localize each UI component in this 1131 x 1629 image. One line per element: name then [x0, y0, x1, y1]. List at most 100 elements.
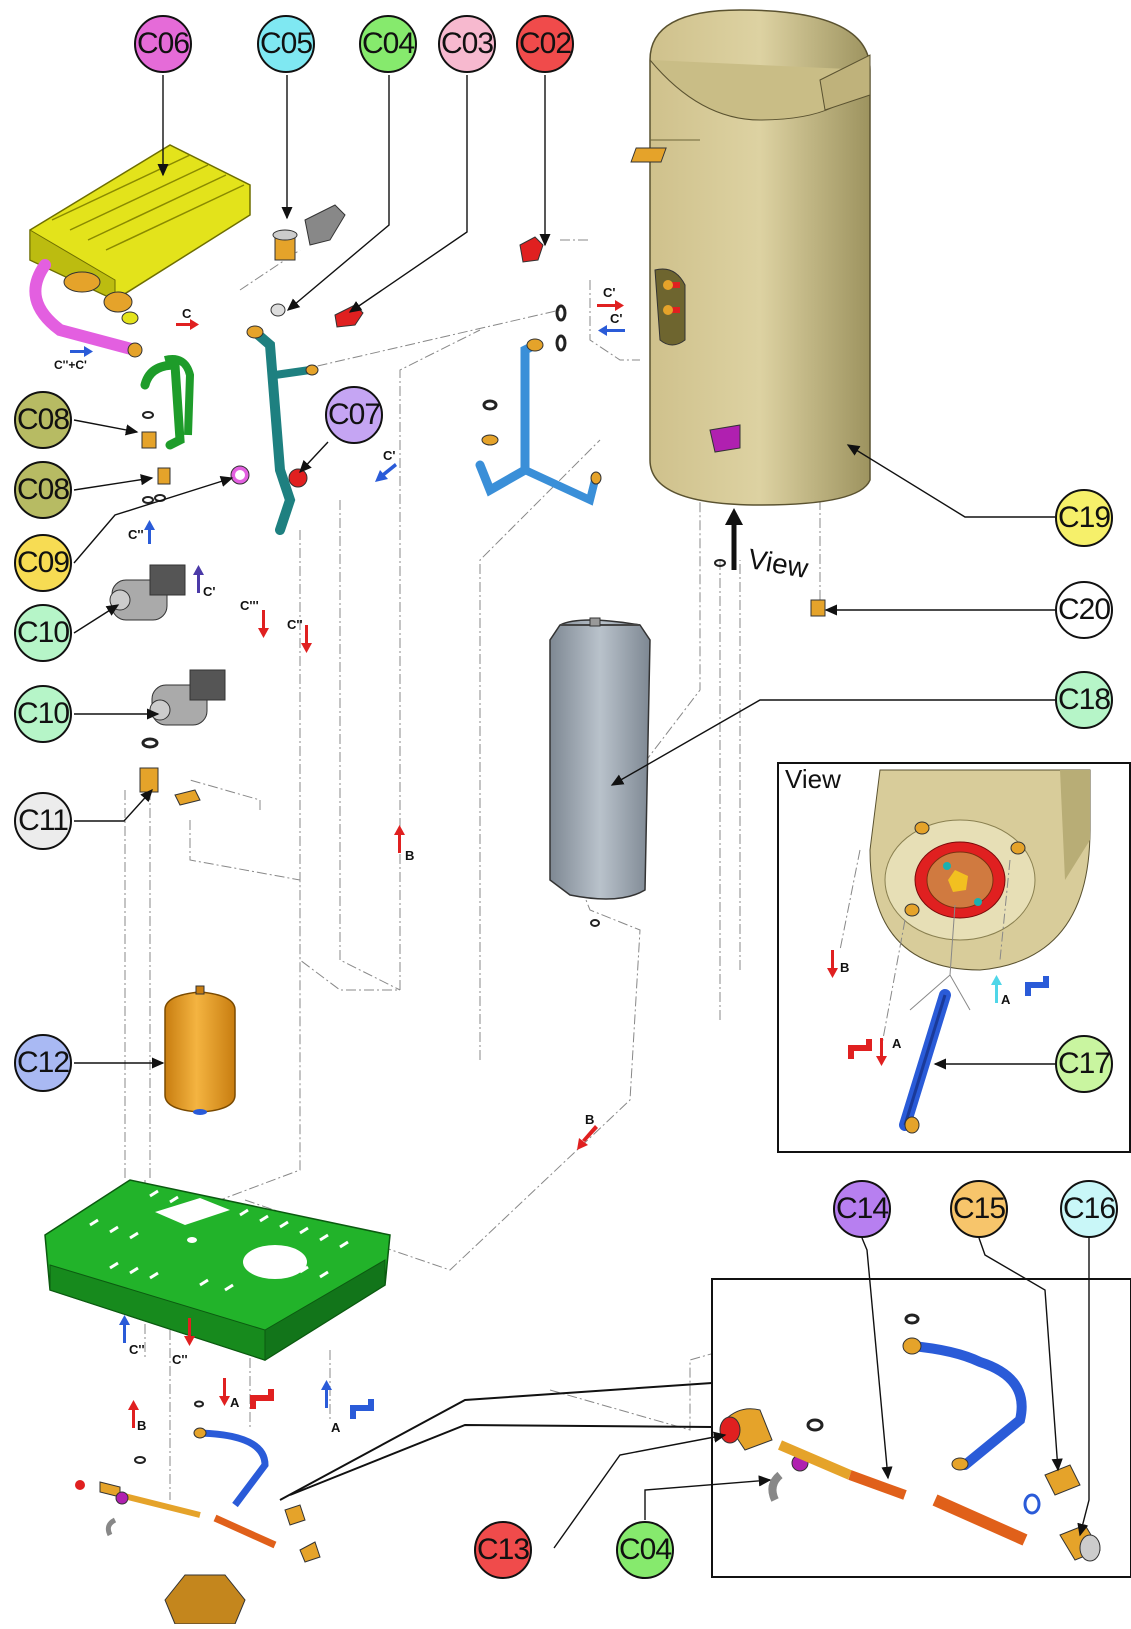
red-arrow-diag-b [577, 1125, 598, 1150]
view-inset-box [777, 762, 1131, 1153]
callout-label: C04 [618, 1533, 672, 1566]
flow-label-b: B [840, 960, 850, 975]
callout-c06: C06 [134, 15, 192, 73]
flow-label-c-prime: C' [203, 584, 216, 599]
callout-label: C03 [440, 27, 494, 60]
callout-c07: C07 [325, 386, 383, 444]
callout-label: C10 [16, 616, 70, 649]
callout-label: C18 [1057, 683, 1111, 716]
teal-pipe-assembly [230, 325, 319, 535]
callout-label: C05 [259, 27, 313, 60]
flow-label-c-prime: C' [603, 285, 616, 300]
small-valves [270, 236, 544, 328]
cyan-arrow-inset-a [991, 975, 1002, 1003]
tap-icons [250, 976, 1049, 1419]
red-tap-icon-inset [848, 1039, 872, 1059]
c11-fitting [139, 767, 201, 806]
flow-label-c-prime: C' [383, 448, 396, 463]
blue-arrow-up-a [321, 1380, 332, 1408]
red-arrow-down-2 [301, 625, 312, 653]
flow-label-c-triple: C''' [240, 598, 259, 613]
callout-label: C02 [518, 27, 572, 60]
blue-arrow-diag [375, 463, 397, 482]
red-arrow-right-1 [597, 300, 624, 311]
flow-label-b: B [137, 1418, 147, 1433]
inset-title: View [785, 764, 841, 794]
callout-label: C10 [16, 697, 70, 730]
callout-label: C04 [361, 27, 415, 60]
flow-label-c-double: C'' [172, 1352, 188, 1367]
blue-arrow-up-2 [193, 565, 204, 593]
callout-c04-top: C04 [359, 15, 417, 73]
red-arrow-inset-b [827, 950, 838, 978]
callout-c03: C03 [438, 15, 496, 73]
red-tap-icon [250, 1389, 274, 1409]
callout-label: C12 [16, 1046, 70, 1079]
red-arrow-up-b [394, 825, 405, 853]
flow-label-c-prime: C' [610, 311, 623, 326]
heat-exchanger [29, 144, 251, 358]
callout-c09: C09 [14, 534, 72, 592]
leader-lines [73, 75, 1090, 1549]
callout-c20: C20 [1055, 581, 1113, 639]
flow-label-a: A [892, 1036, 902, 1051]
callout-c16: C16 [1060, 1180, 1118, 1238]
red-arrow [176, 319, 199, 330]
callout-c15: C15 [950, 1180, 1008, 1238]
flow-label-c-combined: C''+C' [54, 358, 87, 372]
red-arrow-inset-a [876, 1038, 887, 1066]
blue-pipe-upper [475, 304, 602, 506]
callout-label: C09 [16, 546, 70, 579]
flow-label-b: B [585, 1112, 595, 1127]
flow-label-c: C [182, 306, 192, 321]
callout-label: C06 [136, 27, 190, 60]
c05-parts [272, 204, 346, 261]
callout-c04-bottom: C04 [616, 1521, 674, 1579]
flow-label-a: A [1001, 992, 1011, 1007]
callout-label: C08 [16, 473, 70, 506]
callout-c18: C18 [1055, 671, 1113, 729]
bottom-manifold-small [75, 1400, 321, 1625]
cylindrical-expansion-vessel [164, 985, 236, 1115]
callout-c02: C02 [516, 15, 574, 73]
inset-connector-lines [279, 1382, 713, 1501]
callout-c11: C11 [14, 792, 72, 850]
flat-expansion-vessel [549, 617, 651, 927]
red-arrow-up-b2 [128, 1400, 139, 1428]
manifold-inset-box [711, 1278, 1131, 1578]
callout-label: C08 [16, 403, 70, 436]
blue-tap-icon-inset [1025, 976, 1049, 996]
callout-label: C14 [835, 1192, 889, 1225]
callout-c05: C05 [257, 15, 315, 73]
callout-c14: C14 [833, 1180, 891, 1238]
blue-arrow-right-2 [598, 325, 625, 336]
flow-label-b: B [405, 848, 415, 863]
callout-label: C19 [1057, 501, 1111, 534]
pumps [109, 564, 226, 749]
flow-label-c-double: C'' [287, 617, 303, 632]
callout-c12: C12 [14, 1034, 72, 1092]
blue-tap-icon [350, 1399, 374, 1419]
c20-fitting [810, 599, 826, 617]
callout-label: C20 [1057, 593, 1111, 626]
callout-c10-lower: C10 [14, 685, 72, 743]
callout-c08-lower: C08 [14, 461, 72, 519]
callout-label: C07 [327, 398, 381, 431]
red-arrow-down-a [219, 1378, 230, 1406]
c08-fittings [141, 411, 171, 504]
callout-label: C15 [952, 1192, 1006, 1225]
hot-water-tank [630, 9, 871, 506]
view-arrow [714, 508, 743, 570]
blue-arrow-up-bl [119, 1315, 130, 1343]
callout-label: C13 [476, 1533, 530, 1566]
flow-label-c-double: C'' [128, 527, 144, 542]
flow-label-a: A [230, 1395, 240, 1410]
green-base-frame [44, 1179, 391, 1361]
callout-c19: C19 [1055, 489, 1113, 547]
callout-c08-upper: C08 [14, 391, 72, 449]
green-pipe [140, 355, 195, 450]
flow-label-c-double: C'' [129, 1342, 145, 1357]
callout-label: C17 [1057, 1047, 1111, 1080]
blue-arrow-up [144, 520, 155, 544]
